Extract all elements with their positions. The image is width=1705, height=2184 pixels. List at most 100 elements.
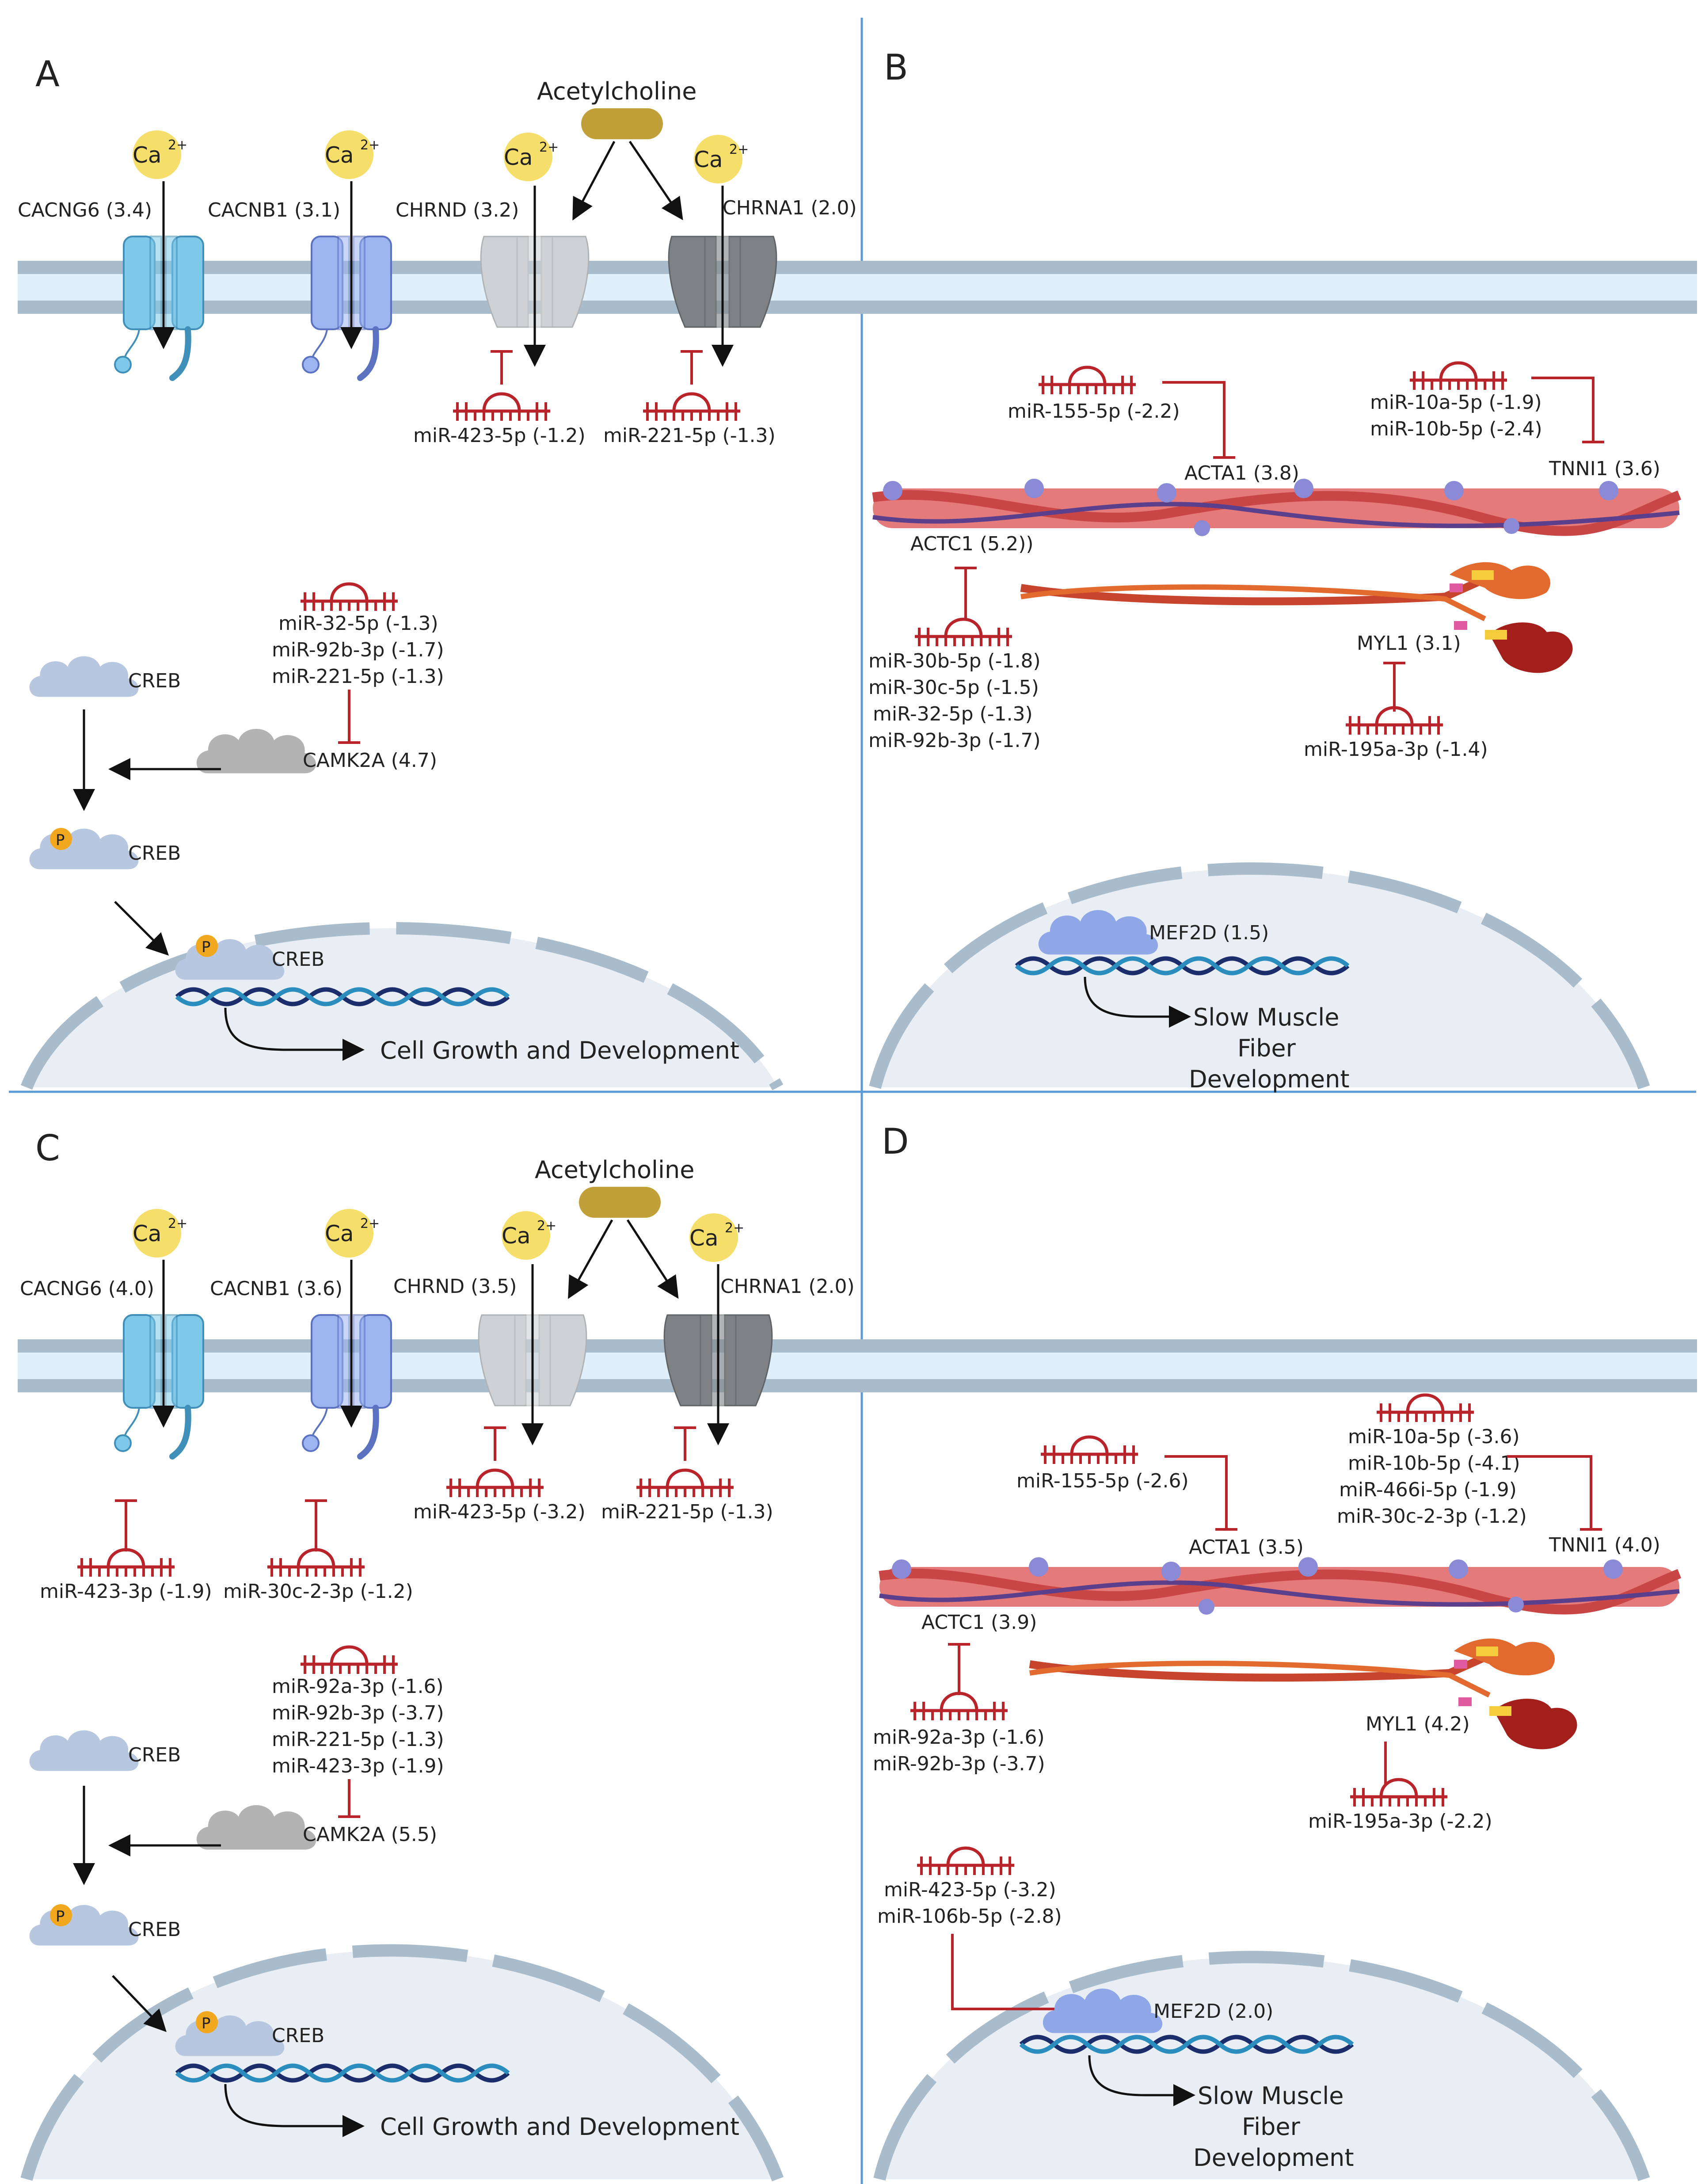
cacnb1-label: CACNB1 (3.6) xyxy=(210,1277,343,1300)
outcome-label: Fiber xyxy=(1237,1034,1296,1062)
inhibition-mark xyxy=(115,1499,137,1551)
mirna-icon xyxy=(301,584,398,611)
inhibition-mark xyxy=(1507,1455,1602,1531)
tnni1-mirna-label: miR-10a-5p (-3.6) xyxy=(1348,1426,1520,1448)
svg-text:2+: 2+ xyxy=(539,140,559,155)
tnni1-mirna-label: miR-10a-5p (-1.9) xyxy=(1370,391,1542,414)
outcome-label: Slow Muscle xyxy=(1193,1003,1340,1031)
panel-letter: A xyxy=(35,53,60,95)
nuclear-envelope xyxy=(873,1951,1650,2181)
thick-filament xyxy=(1029,1638,1577,1749)
inhibition-mark xyxy=(681,350,703,385)
creb-protein xyxy=(29,1730,139,1771)
thin-filament xyxy=(879,1557,1682,1615)
chrnd-mirna-label: miR-423-5p (-3.2) xyxy=(413,1501,586,1523)
creb-label: CREB xyxy=(272,2024,324,2047)
svg-text:P: P xyxy=(56,1908,65,1925)
acetylcholine-molecule xyxy=(581,108,663,139)
svg-text:2+: 2+ xyxy=(729,142,749,157)
panel-letter: C xyxy=(35,1128,60,1169)
camk2a-mirna-label: miR-92b-3p (-3.7) xyxy=(272,1702,444,1724)
calcium-ion: Ca 2+ xyxy=(504,133,559,181)
nuclear-envelope xyxy=(20,922,784,1090)
actc1-mirna-label: miR-30c-5p (-1.5) xyxy=(868,676,1039,699)
camk2a-label: CAMK2A (5.5) xyxy=(303,1823,437,1846)
svg-text:Ca: Ca xyxy=(325,142,354,168)
translocation-arrow xyxy=(112,1975,167,2032)
panel-b: B miR-155-5p (-2.2) ACTA1 (3.8) miR-10a-… xyxy=(862,47,1697,1093)
chrnd-label: CHRND (3.2) xyxy=(396,199,519,221)
inhibition-mark xyxy=(484,1426,506,1461)
creb-protein xyxy=(29,656,139,697)
mirna-icon xyxy=(1346,708,1443,735)
inhibition-mark xyxy=(338,690,360,744)
outcome-label: Cell Growth and Development xyxy=(380,1037,739,1064)
svg-text:Ca: Ca xyxy=(133,142,162,168)
chrna1-mirna-label: miR-221-5p (-1.3) xyxy=(601,1501,773,1523)
myl1-mirna-label: miR-195a-3p (-1.4) xyxy=(1304,738,1488,761)
actc1-mirna-label: miR-30b-5p (-1.8) xyxy=(868,650,1041,672)
calcium-ion: Ca 2+ xyxy=(694,135,749,183)
inhibition-mark xyxy=(1383,662,1405,712)
camk2a-mirna-label: miR-221-5p (-1.3) xyxy=(272,1728,444,1751)
creb-label: CREB xyxy=(128,842,181,865)
actc1-mirna-label: miR-92b-3p (-1.7) xyxy=(868,729,1041,752)
svg-text:2+: 2+ xyxy=(725,1220,744,1236)
mirna-icon xyxy=(77,1550,175,1577)
creb-label: CREB xyxy=(272,948,324,971)
acta1-mirna-label: miR-155-5p (-2.2) xyxy=(1008,400,1180,423)
creb-label: CREB xyxy=(128,670,181,692)
myl1-label: MYL1 (3.1) xyxy=(1357,632,1461,655)
mirna-icon xyxy=(636,1470,734,1497)
mef2d-mirna-label: miR-423-5p (-3.2) xyxy=(884,1879,1056,1901)
svg-text:Ca: Ca xyxy=(133,1221,162,1246)
nuclear-envelope xyxy=(869,862,1650,1090)
svg-text:Ca: Ca xyxy=(694,147,723,172)
chrna1-mirna-label: miR-221-5p (-1.3) xyxy=(603,424,776,447)
mirna-icon xyxy=(643,394,740,421)
outcome-label: Slow Muscle xyxy=(1198,2082,1344,2110)
actc1-mirna-label: miR-32-5p (-1.3) xyxy=(873,703,1033,725)
acetylcholine-molecule xyxy=(579,1187,661,1218)
phosphate-group xyxy=(196,935,218,957)
thin-filament xyxy=(872,479,1682,536)
translocation-arrow xyxy=(114,901,169,956)
camk2a-mirna-label: miR-221-5p (-1.3) xyxy=(272,665,444,688)
acetylcholine-arrow xyxy=(572,141,616,221)
svg-text:2+: 2+ xyxy=(360,137,380,153)
actc1-mirna-label: miR-92b-3p (-3.7) xyxy=(873,1753,1045,1775)
camk2a-protein xyxy=(196,1805,316,1850)
acetylcholine-arrow xyxy=(626,1219,679,1299)
svg-text:Ca: Ca xyxy=(504,145,533,170)
inhibition-mark xyxy=(1162,381,1235,459)
acta1-label: ACTA1 (3.8) xyxy=(1184,462,1299,484)
mirna-icon xyxy=(917,1848,1014,1875)
svg-text:P: P xyxy=(202,2015,211,2032)
mirna-icon xyxy=(453,394,550,421)
chrna1-label: CHRNA1 (2.0) xyxy=(723,197,857,219)
svg-text:P: P xyxy=(56,831,65,849)
acetylcholine-label: Acetylcholine xyxy=(535,1156,694,1184)
cacnb1-mirna-label: miR-30c-2-3p (-1.2) xyxy=(223,1580,413,1603)
acta1-label: ACTA1 (3.5) xyxy=(1189,1536,1304,1559)
inhibition-mark xyxy=(305,1499,327,1551)
phosphate-group xyxy=(196,2011,218,2033)
tnni1-label: TNNI1 (3.6) xyxy=(1549,457,1660,480)
svg-text:P: P xyxy=(202,938,211,956)
phosphate-group xyxy=(50,828,72,850)
tnni1-mirna-label: miR-10b-5p (-2.4) xyxy=(1370,418,1542,440)
tnni1-mirna-label: miR-466i-5p (-1.9) xyxy=(1339,1479,1517,1501)
mirna-icon xyxy=(446,1470,544,1497)
svg-text:Ca: Ca xyxy=(325,1221,354,1246)
calcium-ion: Ca 2+ xyxy=(325,130,380,179)
actc1-mirna-label: miR-92a-3p (-1.6) xyxy=(873,1726,1045,1749)
cacng6-mirna-label: miR-423-3p (-1.9) xyxy=(40,1580,212,1603)
mirna-icon xyxy=(1350,1780,1447,1807)
camk2a-label: CAMK2A (4.7) xyxy=(303,749,437,772)
panel-letter: D xyxy=(882,1121,909,1162)
mirna-icon xyxy=(915,619,1012,646)
